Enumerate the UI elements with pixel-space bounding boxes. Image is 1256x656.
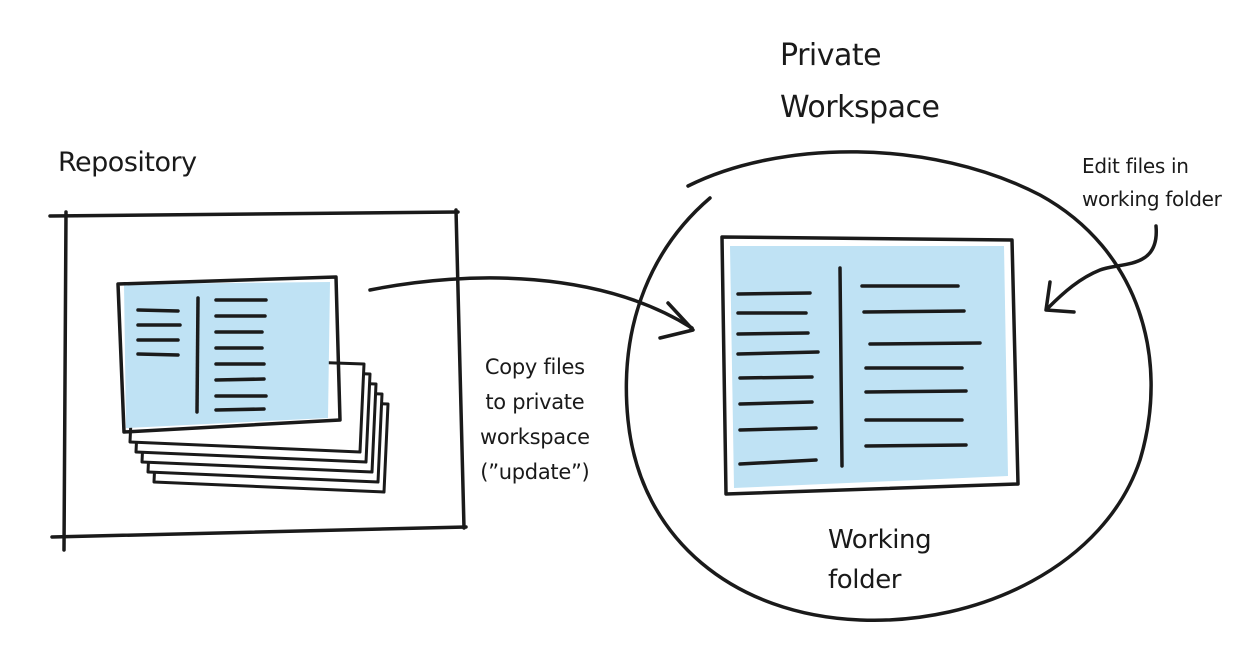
working-folder-label: Working folder [828,520,932,600]
copy-note-line: (”update”) [480,460,590,484]
edit-note-line: working folder [1082,187,1222,211]
copy-note-line: Copy files [484,355,585,379]
working-folder-document [720,235,1020,496]
copy-files-note: Copy files to private workspace (”update… [480,350,590,490]
repository-document [116,275,342,434]
working-folder-label-line: Working [828,525,932,555]
edit-files-note: Edit files in working folder [1082,150,1222,216]
working-folder-label-line: folder [828,565,902,595]
workspace-circle [624,150,1153,623]
workspace-title-line: Private [780,38,882,73]
copy-note-line: workspace [480,425,590,449]
copy-note-line: to private [485,390,585,414]
edit-arrow-icon [1044,224,1158,314]
repository-box [48,208,468,552]
workspace-title-line: Workspace [780,90,940,125]
curved-arrow-icon [368,276,695,340]
edit-note-line: Edit files in [1082,154,1189,178]
repository-label: Repository [58,147,197,178]
private-workspace-title: Private Workspace [780,30,940,134]
